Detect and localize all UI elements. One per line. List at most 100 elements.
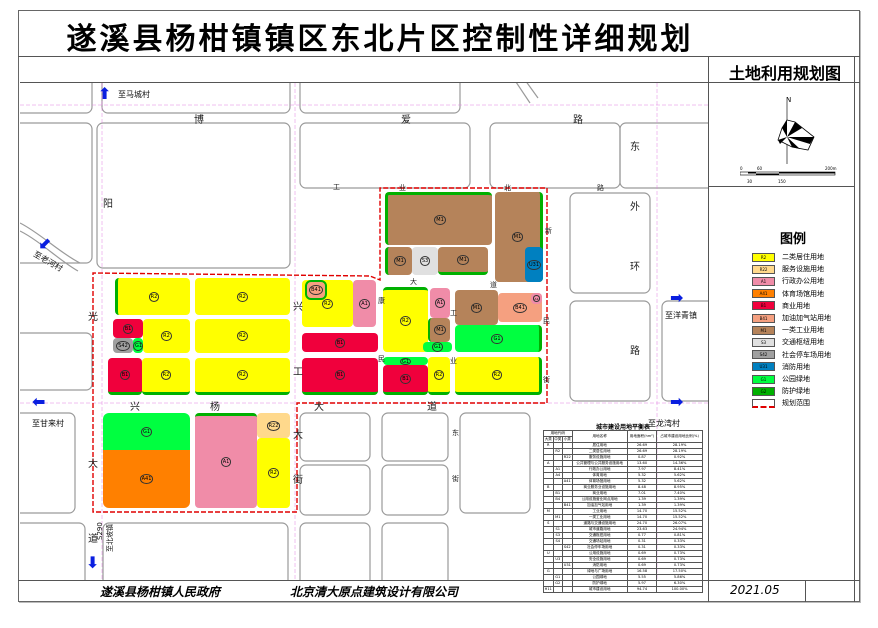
parcel[interactable]: B1 — [302, 358, 378, 395]
legend-item: U31 消防用地 — [752, 362, 810, 372]
divider — [708, 56, 709, 602]
parcel[interactable]: B1 — [383, 365, 428, 395]
parcel[interactable]: R2 — [195, 319, 290, 353]
parcel[interactable]: G1 — [383, 357, 428, 365]
parcel-code: R2 — [237, 331, 248, 341]
parcel[interactable]: S3 — [412, 247, 438, 275]
parcel[interactable]: R22 — [257, 413, 290, 438]
road-label: 博 — [194, 115, 204, 126]
parcel[interactable]: A1 — [430, 288, 450, 318]
parcel[interactable]: A1 — [531, 293, 542, 304]
legend-swatch: S3 — [752, 337, 775, 347]
parcel-code: R22 — [266, 420, 281, 431]
legend-item: 规划范围 — [752, 398, 810, 408]
drawing-date: 2021.05 — [730, 583, 780, 597]
road-label: 光 — [88, 312, 98, 323]
parcel-code: R2 — [433, 369, 445, 380]
parcel[interactable]: R2 — [383, 287, 428, 352]
parcel[interactable]: R2 — [195, 358, 290, 395]
parcel-code: R2 — [237, 291, 248, 302]
parcel[interactable]: R2 — [455, 357, 542, 395]
parcel[interactable]: G1 — [423, 342, 452, 352]
road-label: 康 — [378, 297, 385, 305]
arrow-right-icon: ➡ — [670, 392, 684, 411]
parcel[interactable]: R2 — [428, 357, 450, 395]
legend-label: 消防用地 — [782, 362, 810, 371]
divider — [854, 56, 855, 602]
parcel[interactable]: G1 — [103, 413, 190, 450]
legend-swatch — [752, 398, 775, 408]
parcel-code: S42 — [116, 340, 130, 351]
parcel[interactable]: M1 — [428, 318, 450, 342]
road-label: 东 — [452, 429, 459, 437]
map-roads — [20, 83, 708, 580]
table-cell — [552, 586, 564, 593]
parcel[interactable]: R2 — [143, 319, 190, 353]
parcel[interactable]: B1 — [113, 319, 143, 338]
road-label: 路 — [573, 115, 583, 126]
road-label: 业 — [450, 357, 457, 365]
parcel[interactable]: M1 — [385, 247, 412, 275]
legend-item: S42 社会停车场用地 — [752, 350, 831, 360]
parcel[interactable]: M1 — [438, 247, 488, 275]
road-label: 杨 — [210, 402, 220, 413]
parcel[interactable]: A1 — [353, 280, 376, 327]
parcel[interactable]: A41 — [103, 450, 190, 508]
parcel-code: M1 — [434, 325, 446, 335]
road-label: 阳 — [103, 199, 113, 210]
legend-swatch: U31 — [752, 362, 775, 372]
drawing-frame — [18, 10, 860, 602]
parcel-code: R2 — [400, 316, 411, 326]
designer-name: 北京清大原点建筑设计有限公司 — [290, 585, 459, 599]
destination-label: 至甘来村 — [32, 419, 64, 428]
parcel[interactable]: B41 — [305, 280, 327, 300]
parcel[interactable]: M1 — [385, 192, 492, 245]
parcel[interactable]: B1 — [302, 333, 378, 352]
parcel[interactable]: S42 — [113, 338, 133, 353]
parcel-code: B1 — [400, 373, 411, 384]
parcel[interactable]: U31 — [525, 247, 543, 282]
north-compass-icon — [740, 102, 836, 176]
road-label: 兴 — [293, 302, 303, 313]
road-label: 爱 — [401, 115, 411, 126]
table-cell: R22 — [562, 454, 573, 461]
map-subtitle: 土地利用规划图 — [728, 64, 841, 83]
parcel-code: R2 — [268, 468, 279, 478]
scale-tick: 60 — [757, 166, 763, 171]
parcel[interactable]: R2 — [115, 278, 190, 315]
parcel[interactable]: R2 — [195, 278, 290, 315]
legend-swatch: S42 — [752, 350, 775, 360]
parcel-code: M1 — [394, 256, 406, 266]
parcel-code: R2 — [161, 331, 172, 341]
legend-swatch: B41 — [752, 313, 775, 323]
scale-tick: 150 — [778, 179, 786, 184]
legend-swatch: A1 — [752, 276, 775, 286]
parcel[interactable]: A1 — [195, 413, 257, 508]
legend-swatch: A41 — [752, 289, 775, 299]
legend-label: 加油加气站用地 — [782, 314, 831, 322]
road-label: 道 — [427, 402, 437, 413]
parcel[interactable]: B1 — [108, 358, 142, 395]
parcel[interactable]: R2 — [257, 438, 290, 508]
scale-tick: 0 — [740, 166, 743, 171]
parcel-code: B1 — [119, 370, 131, 380]
parcel[interactable]: G1 — [133, 338, 143, 353]
legend-swatch: R2 — [752, 252, 775, 262]
legend-label: 社会停车场用地 — [782, 350, 831, 359]
legend-label: 二类居住用地 — [782, 253, 824, 261]
table-cell: 城市建设用地 — [571, 586, 628, 593]
arrow-left-icon: ⬅ — [32, 392, 46, 411]
road-label: 工 — [333, 183, 340, 191]
parcel[interactable]: M1 — [455, 290, 498, 325]
parcel-code: S3 — [419, 256, 431, 266]
road-label: 街 — [452, 475, 459, 483]
column-header: 中类 — [552, 436, 564, 443]
parcel[interactable]: R2 — [142, 358, 190, 395]
road-label: 工 — [293, 367, 303, 378]
parcel-code: G1 — [133, 340, 143, 351]
parcel[interactable]: G1 — [455, 325, 542, 352]
